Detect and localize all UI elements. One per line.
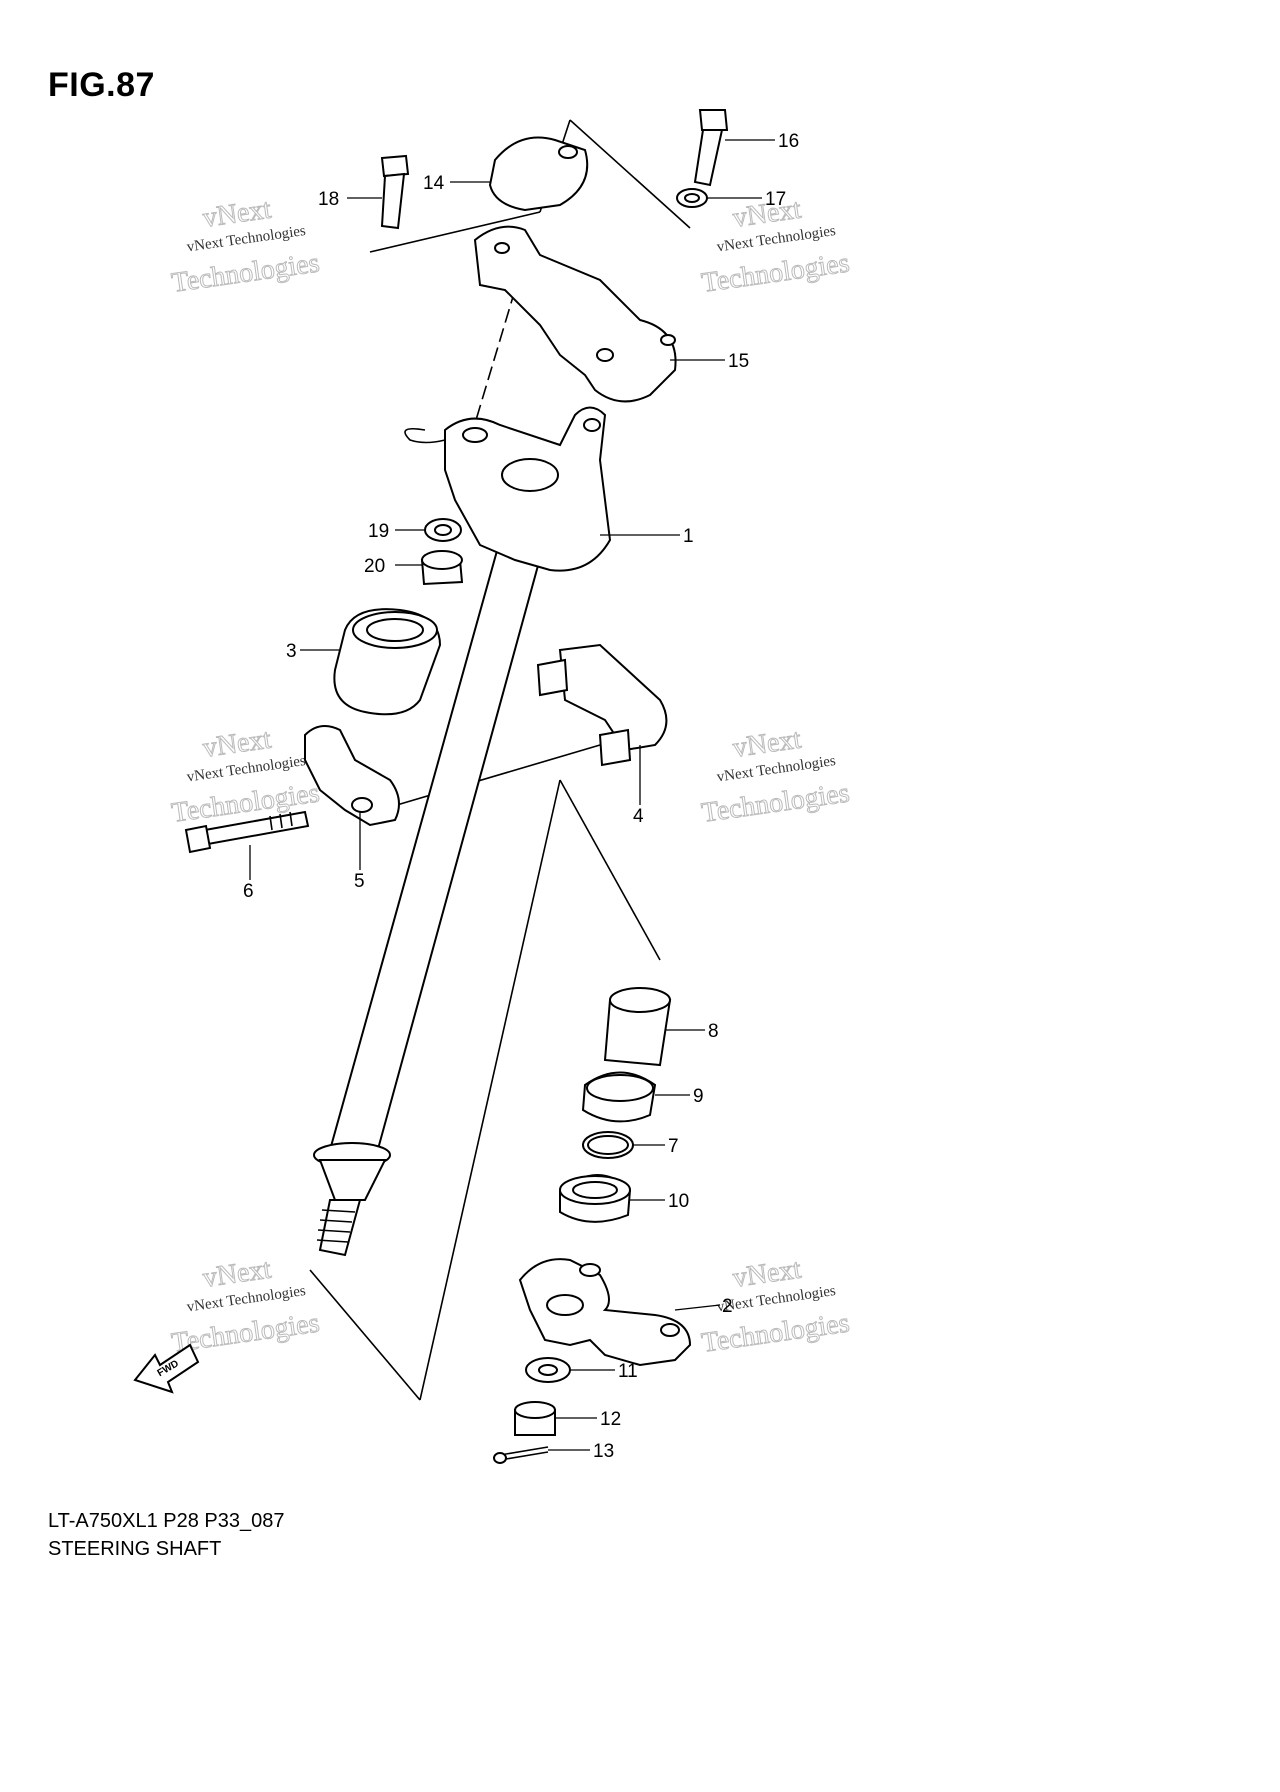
shaft-spline (316, 1209, 356, 1243)
part-16-bolt (693, 109, 729, 187)
watermark-text-1: vNext (201, 724, 273, 764)
watermark-text-1: vNext (201, 1254, 273, 1294)
callout-leaders (249, 139, 775, 1451)
watermark-text-1: vNext (731, 724, 803, 764)
watermark-text-3: Technologies (700, 247, 852, 298)
callout-4: 4 (633, 806, 644, 827)
callout-8: 8 (708, 1021, 719, 1042)
part-11-washer (525, 1357, 571, 1383)
callout-15: 15 (728, 351, 749, 372)
part-14-handlebar-holder (488, 136, 589, 212)
callout-5: 5 (354, 871, 365, 892)
callout-14: 14 (423, 173, 445, 194)
part-19-washer (424, 518, 462, 542)
part-5-clamp (304, 725, 400, 827)
figure-title: FIG.87 (48, 66, 155, 104)
callout-numbers: 1 2 3 4 5 6 7 8 9 10 11 12 13 14 15 16 1… (243, 131, 799, 1462)
callout-13: 13 (593, 1441, 614, 1462)
part-8-sleeve (603, 987, 672, 1067)
callout-19: 19 (368, 521, 389, 542)
watermark-text-1: vNext (201, 194, 273, 234)
part-3-bushing (333, 608, 442, 716)
callout-16: 16 (778, 131, 799, 152)
callout-10: 10 (668, 1191, 689, 1212)
bolt-6-thread (269, 811, 293, 831)
callout-17: 17 (765, 189, 786, 210)
diagram-name: STEERING SHAFT (48, 1538, 222, 1560)
part-6-long-bolt (184, 810, 310, 854)
steering-shaft-column (313, 539, 547, 1257)
callout-1: 1 (683, 526, 694, 547)
model-code: LT-A750XL1 P28 P33_087 (48, 1510, 285, 1532)
callout-9: 9 (693, 1086, 704, 1107)
watermark-text-3: Technologies (700, 777, 852, 828)
callout-12: 12 (600, 1409, 621, 1430)
part-18-bolt (380, 154, 410, 230)
callout-7: 7 (668, 1136, 679, 1157)
watermark-top-left: vNext vNext Technologies Technologies (169, 193, 322, 299)
part-13-cotter-pin (493, 1446, 549, 1464)
part-15-bracket (473, 225, 677, 403)
watermark-text-1: vNext (731, 1254, 803, 1294)
callout-20: 20 (364, 556, 385, 577)
watermark-mid-right: vNext vNext Technologies Technologies (699, 723, 852, 829)
callout-18: 18 (318, 189, 339, 210)
part-1-shaft-bracket (404, 406, 612, 572)
part-9-seal (581, 1071, 657, 1123)
watermark-bottom-right: vNext vNext Technologies Technologies (699, 1253, 852, 1359)
part-12-castle-nut (514, 1401, 556, 1436)
fwd-arrow-icon: FWD (133, 1343, 200, 1394)
watermark-mid-left: vNext vNext Technologies Technologies (169, 723, 322, 829)
watermark-bottom-left: vNext vNext Technologies Technologies (169, 1253, 322, 1359)
watermark-text-3: Technologies (170, 247, 322, 298)
callout-2: 2 (722, 1296, 733, 1317)
assembly-guide-lines (309, 119, 691, 1401)
part-17-washer (676, 188, 708, 208)
callout-11: 11 (618, 1361, 638, 1382)
callout-6: 6 (243, 881, 254, 902)
part-2-steering-arm (518, 1258, 692, 1367)
part-7-o-ring (582, 1131, 634, 1159)
callout-3: 3 (286, 641, 297, 662)
part-4-lower-holder (536, 643, 668, 767)
part-10-bearing (559, 1174, 632, 1223)
part-20-nut (420, 550, 464, 586)
